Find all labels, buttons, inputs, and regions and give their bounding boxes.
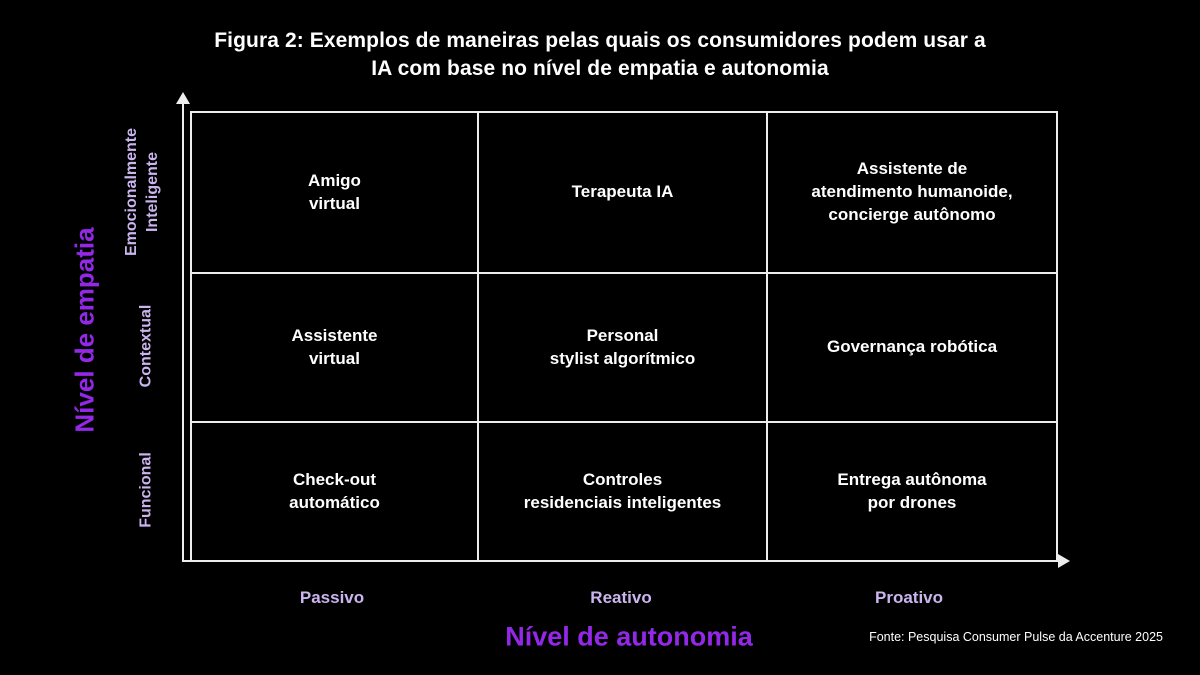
y-axis-category-contextual: Contextual xyxy=(137,304,155,388)
matrix-cell-r0c0: Amigo virtual xyxy=(192,113,479,274)
matrix-cell-r0c2: Assistente de atendimento humanoide, con… xyxy=(768,113,1056,274)
y-axis-category-emocionalmente-inteligente: Emocionalmente Inteligente xyxy=(123,127,161,257)
y-axis-title: Nível de empatia xyxy=(69,227,100,433)
matrix-cell-r1c2: Governança robótica xyxy=(768,274,1056,423)
figure-title: Figura 2: Exemplos de maneiras pelas qua… xyxy=(214,29,986,80)
matrix-cell-r2c0: Check-out automático xyxy=(192,423,479,560)
x-axis-line xyxy=(182,560,1060,562)
matrix-cell-r0c1: Terapeuta IA xyxy=(479,113,768,274)
x-axis-title: Nível de autonomia xyxy=(505,621,753,652)
matrix-grid: Amigo virtual Terapeuta IA Assistente de… xyxy=(190,111,1058,560)
arrow-up-icon xyxy=(176,92,190,104)
x-axis-category-proativo: Proativo xyxy=(874,588,944,607)
matrix-cell-r1c1: Personal stylist algorítmico xyxy=(479,274,768,423)
y-axis-category-funcional: Funcional xyxy=(137,452,155,528)
matrix-cell-r2c1: Controles residenciais inteligentes xyxy=(479,423,768,560)
arrow-right-icon xyxy=(1058,554,1070,568)
matrix-cell-r2c2: Entrega autônoma por drones xyxy=(837,469,987,512)
y-axis-line xyxy=(182,103,184,562)
x-axis-category-reativo: Reativo xyxy=(590,588,652,607)
matrix-cell-r1c0: Assistente virtual xyxy=(192,274,479,423)
source-note: Fonte: Pesquisa Consumer Pulse da Accent… xyxy=(869,630,1163,644)
x-axis-category-passivo: Passivo xyxy=(299,588,365,607)
